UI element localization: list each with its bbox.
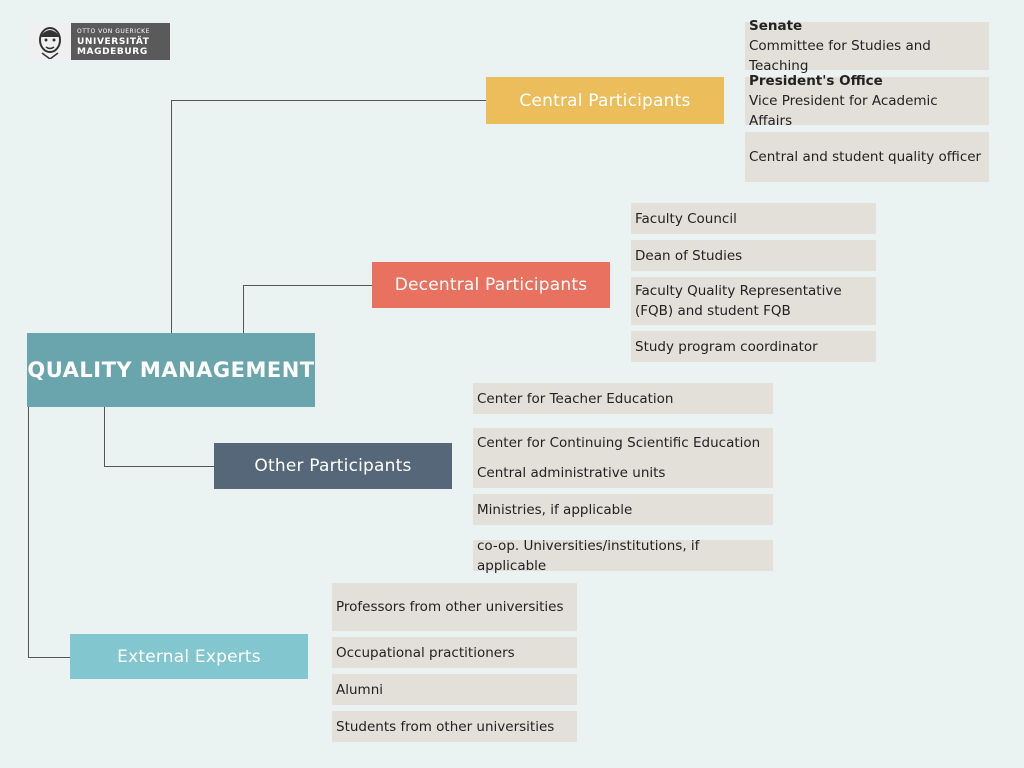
- other-item: Center for Teacher Education: [473, 383, 773, 414]
- other-item: Ministries, if applicable: [473, 494, 773, 525]
- central-item-title: Senate: [749, 18, 803, 34]
- decentral-item: Faculty Council: [631, 203, 876, 234]
- central-item-presidents-office: President's Office Vice President for Ac…: [745, 73, 989, 129]
- other-item-text: Center for Teacher Education: [477, 390, 674, 407]
- decentral-participants-label: Decentral Participants: [394, 275, 588, 295]
- external-item: Occupational practitioners: [332, 637, 577, 668]
- portrait-icon: [29, 23, 71, 60]
- external-item-text: Alumni: [336, 681, 383, 698]
- external-item-text: Professors from other universities: [336, 599, 564, 615]
- central-item-text: Vice President for Academic Affairs: [749, 93, 938, 129]
- external-item-text: Occupational practitioners: [336, 644, 515, 661]
- central-item-title: President's Office: [749, 73, 883, 89]
- quality-management-label: QUALITY MANAGEMENT: [27, 358, 315, 382]
- decentral-item-text: Faculty Council: [635, 210, 737, 227]
- connector-external-horizontal: [28, 657, 70, 658]
- central-participants-node: Central Participants: [486, 77, 724, 124]
- connector-other-vertical: [104, 406, 105, 466]
- logo-line-3: MAGDEBURG: [77, 46, 148, 57]
- decentral-item-text: Dean of Studies: [635, 247, 743, 264]
- connector-external-vertical: [28, 406, 29, 657]
- central-item-senate: Senate Committee for Studies and Teachin…: [745, 18, 989, 74]
- external-experts-label: External Experts: [117, 646, 261, 667]
- central-item-text: Central and student quality officer: [749, 149, 982, 165]
- decentral-item-text: Faculty Quality Representative (FQB) and…: [635, 283, 842, 319]
- quality-management-node: QUALITY MANAGEMENT: [27, 333, 315, 407]
- decentral-item: Faculty Quality Representative (FQB) and…: [631, 277, 876, 325]
- decentral-item: Dean of Studies: [631, 240, 876, 271]
- connector-central-horizontal: [171, 100, 486, 101]
- decentral-item-text: Study program coordinator: [635, 338, 818, 355]
- connector-decentral-vertical: [243, 285, 244, 333]
- external-experts-node: External Experts: [70, 634, 308, 679]
- other-item: co-op. Universities/institutions, if app…: [473, 538, 773, 574]
- other-participants-label: Other Participants: [254, 456, 412, 476]
- logo-line-1: OTTO VON GUERICKE: [77, 27, 150, 35]
- other-item-group: Center for Continuing Scientific Educati…: [473, 428, 773, 488]
- other-item-text: Ministries, if applicable: [477, 501, 633, 518]
- other-participants-node: Other Participants: [214, 443, 452, 489]
- central-item-text: Committee for Studies and Teaching: [749, 38, 931, 74]
- other-item-text: Center for Continuing Scientific Educati…: [477, 435, 761, 451]
- other-item-text: co-op. Universities/institutions, if app…: [477, 537, 700, 574]
- connector-central-vertical: [171, 100, 172, 333]
- other-item-text: Central administrative units: [477, 465, 666, 481]
- decentral-item: Study program coordinator: [631, 331, 876, 362]
- connector-other-horizontal: [104, 466, 214, 467]
- logo-line-2: UNIVERSITÄT: [77, 36, 150, 47]
- central-item-quality-officer: Central and student quality officer: [745, 132, 989, 182]
- external-item-text: Students from other universities: [336, 718, 555, 735]
- decentral-participants-node: Decentral Participants: [372, 262, 610, 308]
- connector-decentral-horizontal: [243, 285, 372, 286]
- central-participants-label: Central Participants: [519, 90, 691, 111]
- external-item: Students from other universities: [332, 711, 577, 742]
- external-item: Alumni: [332, 674, 577, 705]
- external-item: Professors from other universities: [332, 583, 577, 631]
- university-logo: OTTO VON GUERICKE UNIVERSITÄT MAGDEBURG: [29, 23, 170, 60]
